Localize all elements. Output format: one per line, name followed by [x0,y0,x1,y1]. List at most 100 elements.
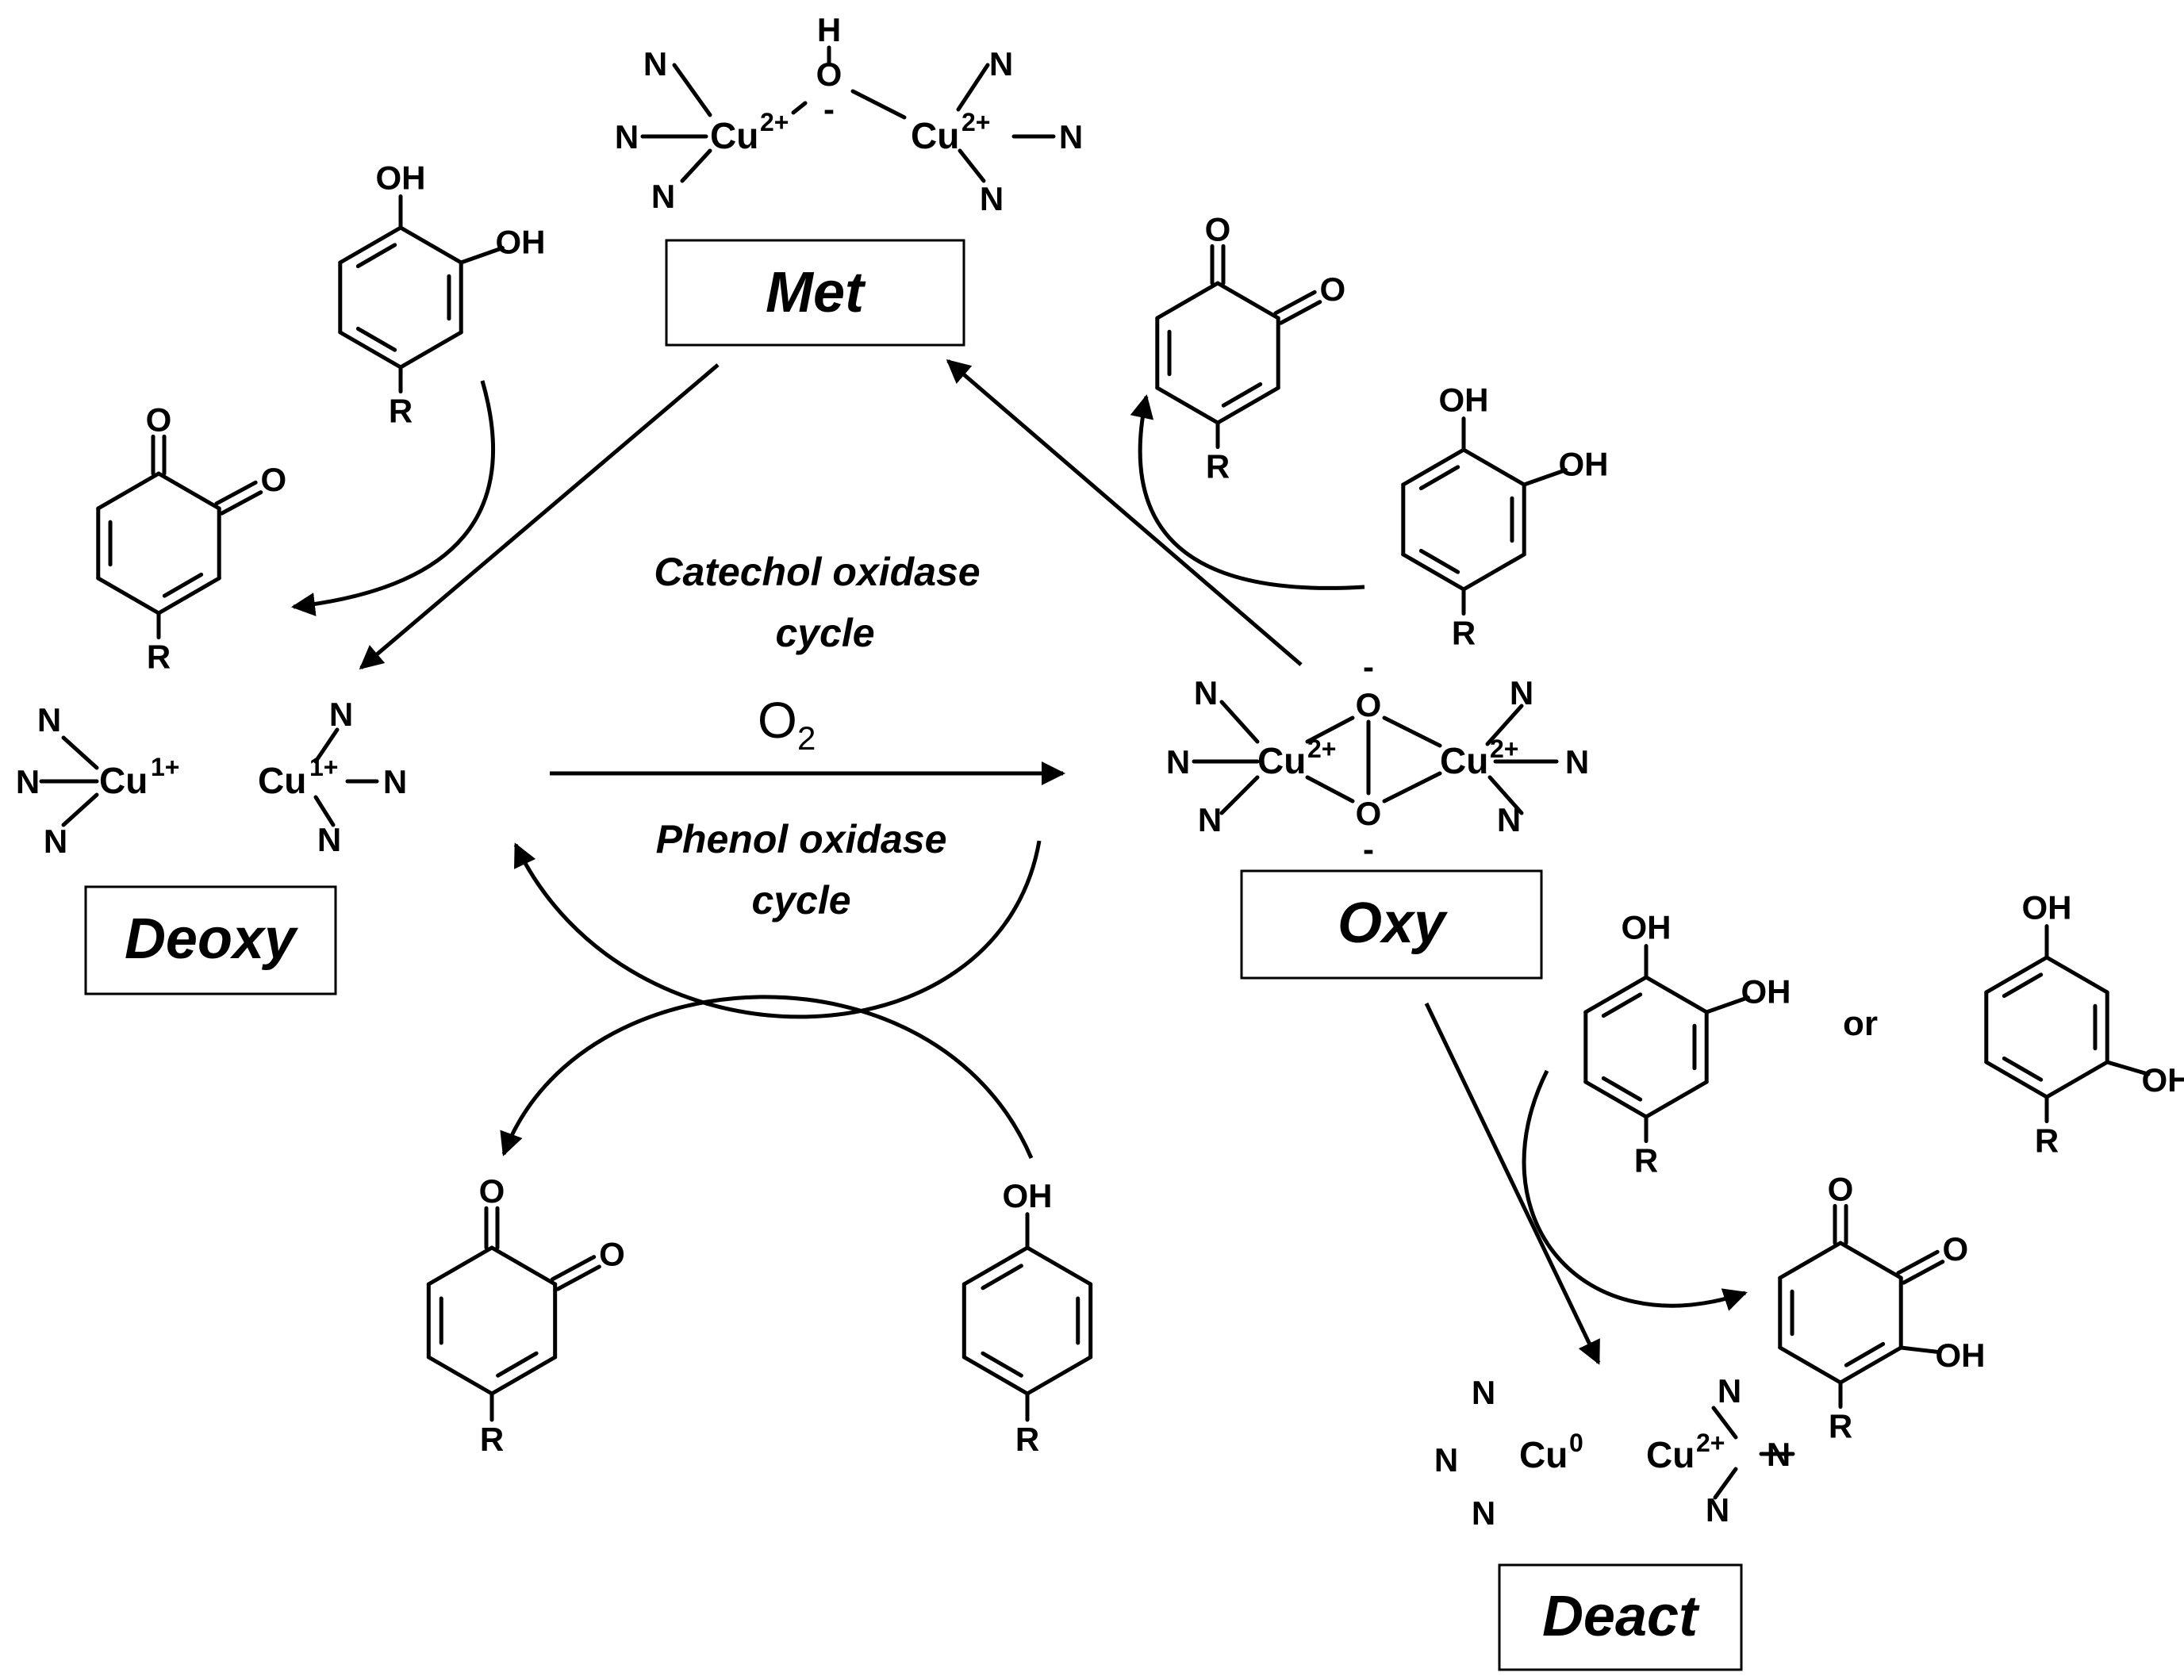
quinone-left: O O R [96,401,287,676]
catechol-cycle-label: cycle [775,611,874,655]
oxy-label: Oxy [1338,892,1449,955]
minus-charge: - [1363,648,1374,685]
copper-label: Cu [1519,1434,1568,1475]
phenol-lower-curve [500,995,1034,1159]
atom-n: N [329,696,353,733]
hydroxyl-group: OH [1622,909,1672,946]
copper-label: Cu [1440,740,1488,781]
atom-n: N [615,118,639,155]
copper-label: Cu [99,760,148,801]
atom-n: N [1718,1372,1741,1410]
atom-n: N [1472,1374,1495,1411]
r-group: R [480,1421,504,1458]
atom-o: O [1356,686,1382,723]
charge-label: 1+ [309,753,338,781]
catechol-curve-right [1130,394,1365,590]
atom-n: N [16,763,40,800]
charge-label: 0 [1569,1429,1583,1457]
deact-complex: N N N Cu 0 N Cu 2+ N N [1434,1372,1795,1532]
copper-label: Cu [1257,740,1306,781]
catechol-curve-left [291,380,495,616]
atom-n: N [1706,1491,1729,1528]
deact-state-box: Deact [1498,1563,1743,1671]
atom-n: N [383,763,407,800]
phenol-cycle-label: Phenol oxidase [656,817,947,861]
atom-n: N [1497,801,1521,838]
r-group: R [1015,1421,1039,1458]
hydroxyl-group: OH [1559,446,1609,483]
deoxy-state-box: Deoxy [84,885,337,995]
or-label: or [1843,1004,1878,1043]
charge-label: 2+ [760,108,789,136]
atom-o: O [1356,795,1382,832]
met-state-box: Met [665,239,965,347]
quinone-oxygen: O [599,1235,625,1272]
atom-n: N [37,701,61,738]
quinone-oxygen: O [146,401,172,438]
atom-n: N [1198,801,1222,838]
phenol-cycle-label: cycle [751,878,850,922]
r-group: R [389,393,413,430]
copper-label: Cu [911,115,959,156]
hydroxyl-group: OH [1741,973,1791,1011]
deact-label: Deact [1542,1585,1700,1648]
atom-n: N [643,45,667,82]
atom-n: N [1434,1441,1458,1479]
copper-label: Cu [1646,1434,1695,1475]
met-label: Met [766,261,866,324]
atom-n: N [1166,743,1190,781]
atom-h: H [817,11,841,48]
met-to-deoxy-arrow [359,363,720,669]
deoxy-complex: N N N Cu 1+ N Cu 1+ N N [16,696,407,860]
quinone-oxygen: O [261,461,287,498]
atom-n: N [1472,1494,1495,1532]
oxy-complex: N N N Cu 2+ O O - - Cu 2+ N N N [1166,648,1589,868]
atom-n: N [1565,743,1589,781]
atom-n: N [1194,674,1218,712]
charge-label: 2+ [1490,735,1518,763]
quinone-oxygen: O [1943,1230,1969,1268]
copper-label: Cu [258,760,306,801]
catechol-right: OH OH R [1401,382,1609,652]
hydroxyl-group: OH [1936,1337,1986,1374]
deact-curve [1522,1069,1748,1311]
atom-n: N [980,180,1004,217]
oxygen-subscript: 2 [797,719,816,757]
quinone-bottom: O O R [426,1172,625,1458]
charge-label: 1+ [151,753,179,781]
met-complex: N N N Cu 2+ O H - Cu 2+ N N N [615,11,1083,217]
oxy-state-box: Oxy [1240,869,1543,980]
minus-charge: - [1363,830,1374,868]
charge-label: 2+ [1307,735,1336,763]
deoxy-label: Deoxy [125,907,299,971]
r-group: R [1829,1408,1852,1445]
r-group: R [147,639,171,676]
charge-label: 2+ [1696,1429,1725,1457]
quinone-oxygen: O [1205,210,1231,247]
hydroxyl-group: OH [1439,382,1489,419]
hydroxyl-group: OH [2022,889,2072,926]
oxy-to-met-arrow [946,359,1303,666]
hydroxyl-group: OH [1003,1177,1053,1214]
phenol-upper-curve [513,840,1042,1019]
oxy-to-deact-arrow [1424,1002,1601,1365]
catechol-cycle-label: Catechol oxidase [654,550,980,594]
atom-n: N [1510,674,1533,712]
oxygen-label: O [758,692,797,749]
atom-n: N [989,45,1013,82]
atom-n: N [44,823,67,860]
atom-o: O [816,56,843,93]
copper-label: Cu [710,115,758,156]
atom-n: N [317,821,341,858]
quinone-oxygen: O [1828,1170,1854,1207]
hydroxyl-group: OH [496,224,546,261]
quinone-oxygen: O [479,1172,505,1210]
r-group: R [2035,1122,2059,1160]
r-group: R [1452,615,1476,652]
